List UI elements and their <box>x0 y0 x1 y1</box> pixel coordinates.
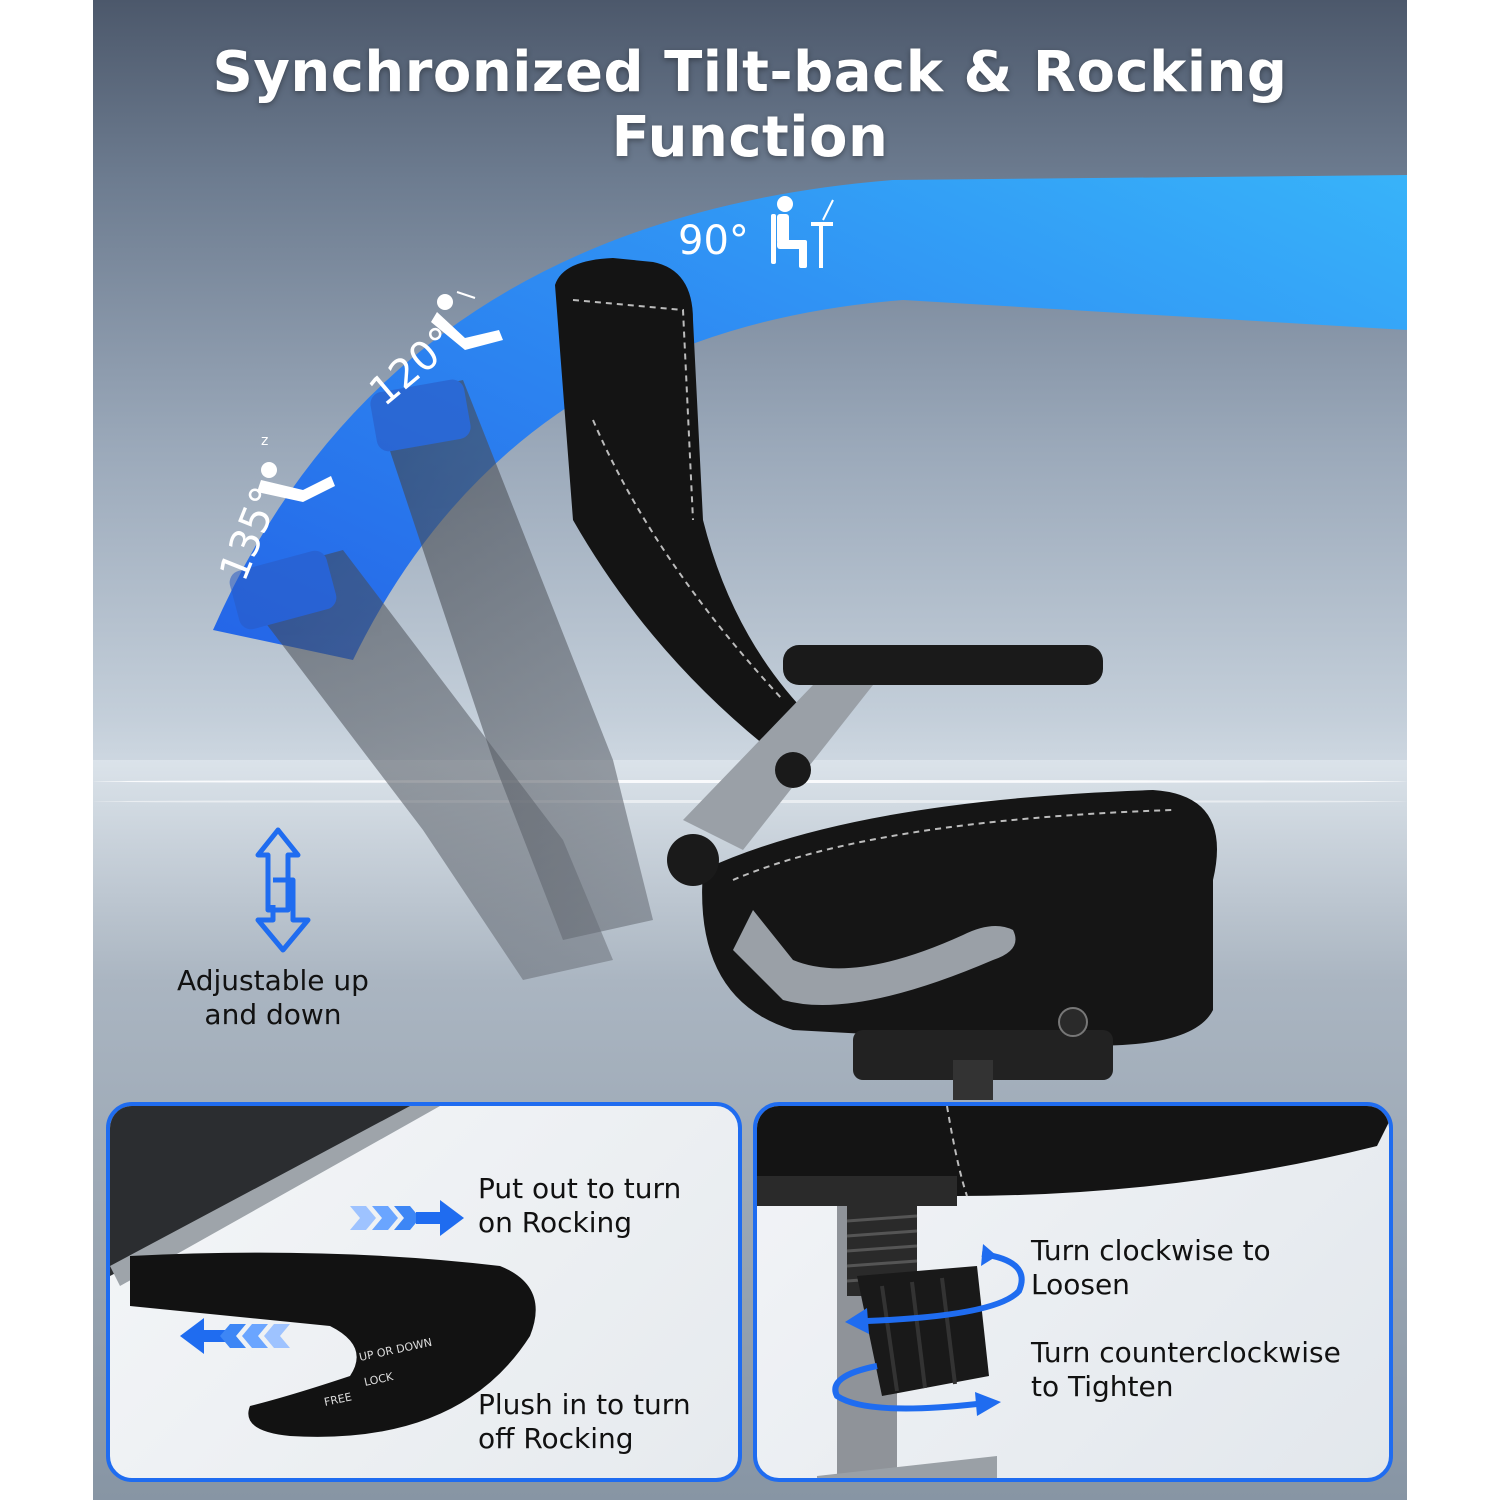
counter-line1: Turn counterclockwise <box>1031 1336 1341 1369</box>
chair-seat <box>667 790 1217 1046</box>
put-out-line2: on Rocking <box>478 1206 633 1239</box>
up-down-arrows-icon <box>255 827 311 953</box>
product-image: Synchronized Tilt-back & Rocking Functio… <box>93 0 1407 1500</box>
clockwise-line2: Loosen <box>1031 1268 1130 1301</box>
recline-illustration: z <box>213 175 1407 1100</box>
sitting-at-desk-icon <box>771 196 834 268</box>
push-in-line2: off Rocking <box>478 1422 634 1455</box>
angle-90-label: 90° <box>678 218 749 264</box>
arrow-left-icon <box>180 1318 290 1354</box>
page-title: Synchronized Tilt-back & Rocking Functio… <box>212 40 1288 170</box>
put-out-line1: Put out to turn <box>478 1172 682 1205</box>
rotate-counterclockwise-arrow-icon <box>832 1363 978 1412</box>
tension-knob-icon <box>857 1266 989 1396</box>
chair-backrest <box>555 258 813 760</box>
knob-illustration <box>757 1106 1389 1478</box>
lever-text-lock: LOCK <box>363 1370 395 1389</box>
resting-person-icon: z <box>257 433 335 502</box>
knob-panel: Turn clockwise to Loosen Turn counterclo… <box>753 1102 1393 1482</box>
push-in-line1: Plush in to turn <box>478 1388 691 1421</box>
clockwise-arrow-head <box>845 1308 869 1334</box>
ghost-chair-120 <box>370 379 653 940</box>
rotate-clockwise-arrow-icon <box>866 1251 1025 1324</box>
height-adjust-line1: Adjustable up <box>177 964 369 997</box>
counterclockwise-text: Turn counterclockwise to Tighten <box>1031 1336 1341 1404</box>
chair-armrest <box>683 645 1103 850</box>
height-adjust-label: Adjustable up and down <box>153 964 393 1032</box>
lever-panel: UP OR DOWN LOCK FREE Put out to turn <box>106 1102 742 1482</box>
svg-text:z: z <box>261 433 268 449</box>
arrow-right-icon <box>350 1200 464 1236</box>
reclining-person-icon <box>431 291 503 350</box>
recline-arc <box>213 175 1407 660</box>
ghost-chair-135 <box>229 550 613 980</box>
chair-mechanism <box>853 1007 1113 1100</box>
clockwise-text: Turn clockwise to Loosen <box>1031 1234 1271 1302</box>
height-adjust-line2: and down <box>204 998 342 1031</box>
push-in-text: Plush in to turn off Rocking <box>478 1388 691 1456</box>
counter-line2: to Tighten <box>1031 1370 1174 1403</box>
counterclockwise-arrow-head <box>975 1392 1001 1416</box>
lever-illustration: UP OR DOWN LOCK FREE <box>110 1106 536 1437</box>
lever-text-free: FREE <box>323 1390 353 1409</box>
clockwise-line1: Turn clockwise to <box>1031 1234 1271 1267</box>
put-out-text: Put out to turn on Rocking <box>478 1172 681 1240</box>
